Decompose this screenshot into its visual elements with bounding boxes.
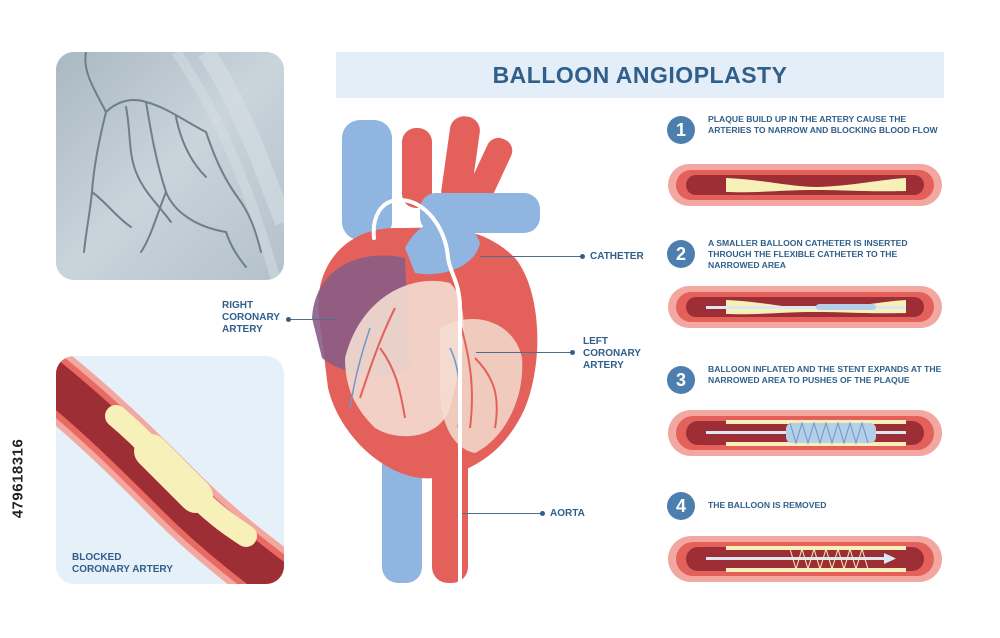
left-coronary-leader (476, 352, 572, 353)
catheter-line (371, 197, 462, 585)
vena-cava-shape (342, 120, 392, 240)
aorta-leader (462, 513, 542, 514)
right-coronary-label: RIGHT CORONARY ARTERY (222, 300, 280, 335)
title-banner: BALLOON ANGIOPLASTY (336, 52, 944, 98)
aorta-label: AORTA (550, 508, 585, 519)
step-4-number: 4 (667, 492, 695, 520)
catheter-label: CATHETER (590, 251, 644, 262)
step-1-number: 1 (667, 116, 695, 144)
left-coronary-dot (570, 350, 575, 355)
angiogram-image (56, 52, 284, 280)
left-coronary-label: LEFT CORONARY ARTERY (583, 336, 641, 371)
angiogram-xray-panel (56, 52, 284, 280)
stock-image-id: 479618316 (6, 400, 27, 560)
stock-image-id-text: 479618316 (9, 438, 27, 519)
aorta-dot (540, 511, 545, 516)
blocked-artery-illustration (56, 356, 284, 584)
right-coronary-leader (290, 319, 338, 320)
catheter-dot (580, 254, 585, 259)
blocked-artery-panel: BLOCKED CORONARY ARTERY (56, 356, 284, 584)
step-4-artery (668, 536, 942, 582)
right-coronary-dot (286, 317, 291, 322)
step-2-number: 2 (667, 240, 695, 268)
step-3-artery (668, 410, 942, 456)
step-3-text: BALLOON INFLATED AND THE STENT EXPANDS A… (708, 364, 942, 385)
step-3-number: 3 (667, 366, 695, 394)
step-1-text: PLAQUE BUILD UP IN THE ARTERY CAUSE THE … (708, 114, 938, 135)
step-2-text: A SMALLER BALLOON CATHETER IS INSERTED T… (708, 238, 908, 270)
blocked-coronary-label: BLOCKED CORONARY ARTERY (72, 552, 173, 575)
page-title: BALLOON ANGIOPLASTY (492, 62, 788, 88)
catheter-leader (480, 256, 582, 257)
step-2-artery (668, 286, 942, 328)
step-1-artery (668, 164, 942, 206)
heart-illustration (312, 116, 540, 585)
step-4-text: THE BALLOON IS REMOVED (708, 500, 827, 510)
